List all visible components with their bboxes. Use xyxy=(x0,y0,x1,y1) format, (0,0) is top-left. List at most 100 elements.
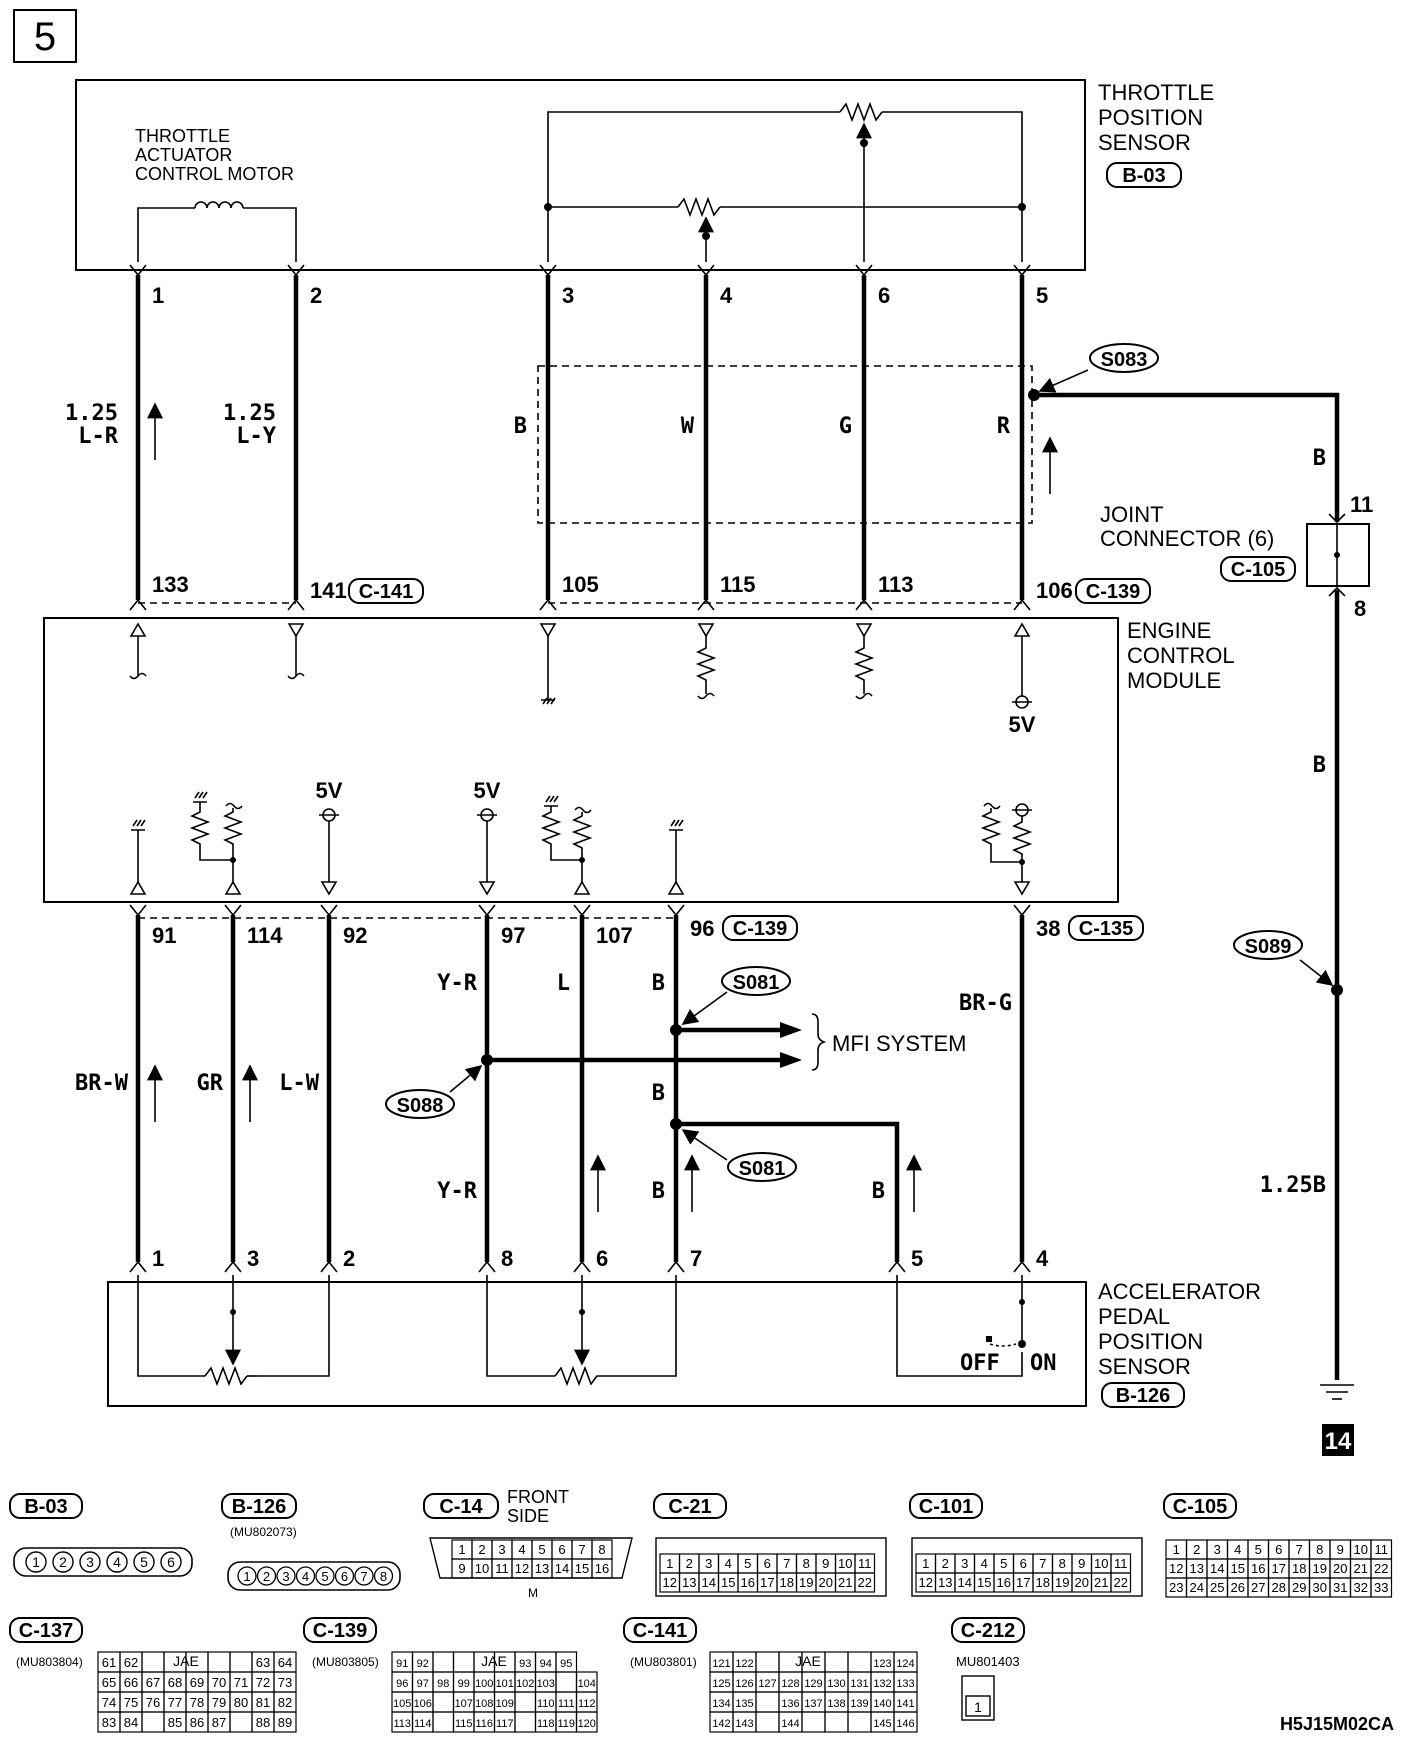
apps-label-4: SENSOR xyxy=(1098,1354,1191,1379)
c101-cell-label: 13 xyxy=(938,1575,952,1590)
apps-label-3: POSITION xyxy=(1098,1329,1203,1354)
c101-housing xyxy=(911,1537,1143,1597)
c137-cell-label: 74 xyxy=(102,1695,116,1710)
svg-text:97: 97 xyxy=(501,923,525,948)
c105-cell-label: 1 xyxy=(1173,1542,1180,1557)
c105-cell-label: 8 xyxy=(1316,1542,1323,1557)
splice-s083: S083 xyxy=(1028,343,1340,522)
c105-cell-label: 20 xyxy=(1333,1561,1347,1576)
b03-pin xyxy=(25,1551,47,1573)
c101-cell-label: 8 xyxy=(1059,1556,1066,1571)
svg-text:C-139: C-139 xyxy=(1086,581,1140,603)
c101-cell-label: 11 xyxy=(1114,1556,1128,1571)
b03-pin xyxy=(52,1551,74,1573)
svg-text:1: 1 xyxy=(152,1246,164,1271)
c137-cell-label: 67 xyxy=(146,1675,160,1690)
svg-text:S083: S083 xyxy=(1101,349,1148,371)
b126-pin xyxy=(373,1566,394,1586)
c137-cell-label: 64 xyxy=(278,1655,292,1670)
c137-tag-label: C-137 xyxy=(19,1620,73,1642)
c105-tag-box xyxy=(1163,1493,1237,1519)
c137-cell-label: 89 xyxy=(278,1715,292,1730)
c141-tag-label: C-141 xyxy=(633,1620,687,1642)
svg-text:7: 7 xyxy=(690,1246,702,1271)
c14-tag-box xyxy=(423,1493,499,1519)
c21-cell-label: 20 xyxy=(819,1575,833,1590)
c141-jae: JAE xyxy=(795,1653,821,1669)
svg-text:L-W: L-W xyxy=(279,1071,319,1096)
lower-wires xyxy=(129,904,1031,1273)
svg-text:ON: ON xyxy=(1030,1351,1057,1376)
c141-cell-label: 122 xyxy=(735,1658,753,1670)
c139-cell-label: 91 xyxy=(396,1658,408,1670)
c139-cell-label: 109 xyxy=(496,1698,514,1710)
c21-cell-label: 14 xyxy=(702,1575,716,1590)
b03-pin xyxy=(79,1551,101,1573)
b126-tag-label: B-126 xyxy=(232,1496,286,1518)
c141-cell-label: 142 xyxy=(712,1718,730,1730)
c139-cell-label: 95 xyxy=(560,1658,572,1670)
ecm-top-connector-c141: C-141 xyxy=(348,578,424,604)
b126-pin-label: 8 xyxy=(380,1569,387,1584)
c21-cell-label: 11 xyxy=(858,1556,872,1571)
c139-cell xyxy=(432,1711,455,1733)
ecm-label-3: MODULE xyxy=(1127,668,1221,693)
c139-cell-label: 94 xyxy=(540,1658,552,1670)
svg-text:BR-W: BR-W xyxy=(75,1071,129,1096)
c141-cell xyxy=(847,1651,872,1673)
c139-cell xyxy=(575,1711,598,1733)
page-number-box: 5 xyxy=(13,9,77,63)
c141-cell xyxy=(893,1711,918,1733)
c21-cell-label: 12 xyxy=(663,1575,677,1590)
c139-cell-label: 99 xyxy=(458,1678,470,1690)
b126-pin-label: 1 xyxy=(243,1569,250,1584)
c137-cell-label: 85 xyxy=(168,1715,182,1730)
svg-text:B: B xyxy=(652,1081,665,1106)
c14-note2: SIDE xyxy=(507,1506,549,1526)
c139-cell-label: 98 xyxy=(437,1678,449,1690)
c21-cell-label: 17 xyxy=(760,1575,774,1590)
svg-text:L-R: L-R xyxy=(78,424,118,449)
c139-part: (MU803805) xyxy=(312,1655,379,1669)
c105-cell-label: 25 xyxy=(1210,1580,1224,1595)
c14-housing xyxy=(429,1537,633,1579)
c105-cell-label: 22 xyxy=(1374,1561,1388,1576)
c137-cell-label: 69 xyxy=(190,1675,204,1690)
c21-cell-label: 22 xyxy=(858,1575,872,1590)
tps-label-2: POSITION xyxy=(1098,105,1203,130)
c137-cell-label: 79 xyxy=(212,1695,226,1710)
ecm-internal-top: 5V xyxy=(129,622,1036,737)
svg-text:1: 1 xyxy=(152,283,164,308)
c141-cell xyxy=(824,1711,849,1733)
svg-text:5V: 5V xyxy=(474,778,501,803)
c105-cell-label: 4 xyxy=(1234,1542,1241,1557)
c137-cell xyxy=(273,1711,297,1733)
svg-text:B: B xyxy=(652,971,665,996)
c137-cell-label: 76 xyxy=(146,1695,160,1710)
c137-cell-label: 84 xyxy=(124,1715,138,1730)
c101-cell-label: 5 xyxy=(1000,1556,1007,1571)
b126-pin xyxy=(276,1566,296,1586)
svg-text:113: 113 xyxy=(878,572,914,597)
c101-tag-box xyxy=(909,1493,983,1519)
svg-text:92: 92 xyxy=(343,923,367,948)
svg-text:141: 141 xyxy=(310,578,347,603)
c105-cell-label: 9 xyxy=(1337,1542,1344,1557)
c137-cell-label: 88 xyxy=(256,1715,270,1730)
ground-ref: 14 xyxy=(1325,1428,1352,1455)
c21-cell-label: 3 xyxy=(705,1556,712,1571)
ground-symbol: 14 xyxy=(1320,1384,1354,1456)
c137-cell-label: 71 xyxy=(234,1675,248,1690)
c137-tag-box xyxy=(9,1617,83,1643)
c105-cell-label: 14 xyxy=(1210,1561,1224,1576)
c105-tag-label: C-105 xyxy=(1173,1496,1227,1518)
svg-text:107: 107 xyxy=(596,923,633,948)
c212-tag-label: C-212 xyxy=(961,1620,1015,1642)
svg-text:5V: 5V xyxy=(316,778,343,803)
c105-cell-label: 13 xyxy=(1190,1561,1204,1576)
motor-label-1: THROTTLE xyxy=(135,126,230,146)
ecm-label-1: ENGINE xyxy=(1127,618,1211,643)
c139-cell-label: 96 xyxy=(396,1678,408,1690)
c137-part: (MU803804) xyxy=(16,1655,83,1669)
